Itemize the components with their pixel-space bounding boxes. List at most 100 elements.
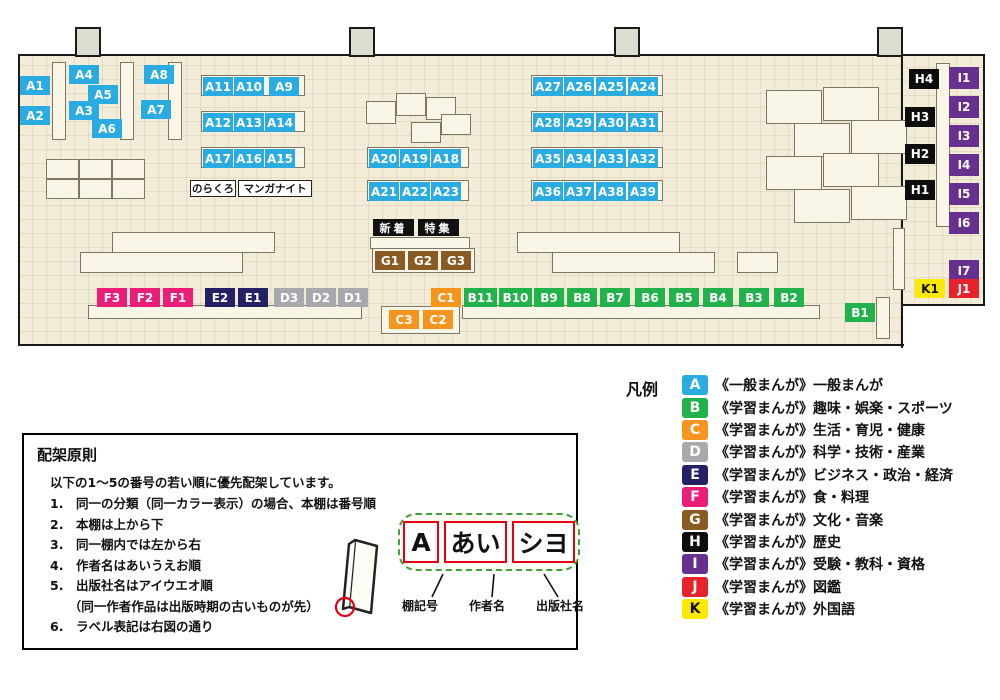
shelf-label-A2: A2 bbox=[20, 106, 50, 125]
bookshelf bbox=[411, 122, 441, 143]
shelf-label-A30: A30 bbox=[596, 113, 626, 132]
shelf-label-I3: I3 bbox=[949, 125, 979, 147]
legend-title: 凡例 bbox=[626, 380, 659, 399]
bookshelf bbox=[366, 101, 396, 124]
legend-row-C: C《学習まんが》生活・育児・健康 bbox=[682, 419, 953, 441]
label-caption-2: 作者名 bbox=[468, 599, 505, 613]
shelf-label-A18: A18 bbox=[431, 149, 461, 168]
legend-text-G: 《学習まんが》文化・音楽 bbox=[715, 512, 883, 529]
bookshelf bbox=[112, 179, 145, 199]
shelf-label-A11: A11 bbox=[203, 77, 233, 96]
rule-line-7: 6. ラベル表記は右図の通り bbox=[50, 619, 214, 634]
map-tag: マンガナイト bbox=[238, 180, 312, 197]
label-demo-box-2: あい bbox=[444, 521, 507, 563]
shelf-label-J1: J1 bbox=[949, 279, 979, 298]
bookshelf bbox=[737, 252, 778, 273]
legend-key-K: K bbox=[682, 599, 708, 620]
wall bbox=[983, 54, 985, 306]
shelf-label-B7: B7 bbox=[600, 288, 630, 307]
rule-line-3: 3. 同一棚内では左から右 bbox=[50, 537, 201, 552]
shelf-label-A31: A31 bbox=[628, 113, 658, 132]
legend-row-F: F《学習まんが》食・料理 bbox=[682, 486, 953, 508]
bookshelf bbox=[851, 120, 907, 154]
bookshelf bbox=[112, 232, 275, 253]
shelf-label-B1: B1 bbox=[845, 303, 875, 322]
shelf-label-K1: K1 bbox=[915, 279, 945, 298]
shelf-label-A3: A3 bbox=[69, 101, 99, 120]
pillar bbox=[75, 27, 101, 57]
shelf-label-G1: G1 bbox=[375, 251, 405, 270]
bookshelf bbox=[46, 159, 79, 179]
shelf-label-H3: H3 bbox=[905, 107, 935, 127]
map-tag: 特集 bbox=[418, 219, 459, 236]
bookshelf bbox=[80, 252, 243, 273]
legend-text-J: 《学習まんが》図鑑 bbox=[715, 579, 841, 596]
legend-rows: A 《一般まんが》一般まんが B 《学習まんが》趣味・娯楽・スポーツ C《学習まんが》生… bbox=[682, 374, 953, 620]
bookshelf bbox=[120, 62, 134, 140]
label-caption-1: 棚記号 bbox=[402, 599, 439, 613]
shelf-label-B6: B6 bbox=[635, 288, 665, 307]
shelf-label-A35: A35 bbox=[533, 149, 563, 168]
shelf-label-G2: G2 bbox=[408, 251, 438, 270]
bookshelf bbox=[462, 305, 820, 319]
shelf-label-I7: I7 bbox=[949, 260, 979, 282]
bookshelf bbox=[823, 87, 879, 121]
bookshelf bbox=[79, 179, 112, 199]
shelf-label-B5: B5 bbox=[669, 288, 699, 307]
shelf-label-I1: I1 bbox=[949, 67, 979, 89]
shelf-label-A12: A12 bbox=[203, 113, 233, 132]
shelf-label-A21: A21 bbox=[369, 182, 399, 201]
shelf-label-H2: H2 bbox=[905, 144, 935, 164]
legend-key-C: C bbox=[682, 419, 708, 440]
shelf-label-A5: A5 bbox=[88, 85, 118, 104]
legend-row-D: D《学習まんが》科学・技術・産業 bbox=[682, 441, 953, 463]
legend-key-B: B bbox=[682, 397, 708, 418]
bookshelf bbox=[441, 114, 471, 135]
shelf-label-F1: F1 bbox=[163, 288, 193, 307]
bookshelf bbox=[823, 153, 879, 187]
shelf-label-F2: F2 bbox=[130, 288, 160, 307]
shelf-label-A33: A33 bbox=[596, 149, 626, 168]
legend-text-H: 《学習まんが》歴史 bbox=[715, 534, 841, 551]
bookshelf bbox=[766, 90, 822, 124]
shelf-label-H4: H4 bbox=[909, 69, 939, 89]
shelf-label-A36: A36 bbox=[533, 182, 563, 201]
legend-row-B: B 《学習まんが》趣味・娯楽・スポーツ bbox=[682, 396, 953, 418]
legend-key-A: A bbox=[682, 375, 708, 396]
pillar bbox=[877, 27, 903, 57]
legend-text-F: 《学習まんが》食・料理 bbox=[715, 490, 869, 507]
shelf-label-A1: A1 bbox=[20, 76, 50, 95]
legend-row-I: I《学習まんが》受験・教科・資格 bbox=[682, 553, 953, 575]
shelf-label-A9: A9 bbox=[269, 77, 299, 96]
shelf-label-A8: A8 bbox=[144, 65, 174, 84]
shelf-label-A13: A13 bbox=[234, 113, 264, 132]
shelf-label-B11: B11 bbox=[464, 288, 497, 307]
bookshelf bbox=[88, 305, 362, 319]
shelf-label-B9: B9 bbox=[534, 288, 564, 307]
shelf-label-A19: A19 bbox=[400, 149, 430, 168]
legend-text-K: 《学習まんが》外国語 bbox=[715, 602, 855, 619]
shelf-label-D3: D3 bbox=[274, 288, 304, 307]
legend-key-I: I bbox=[682, 554, 708, 575]
legend-row-E: E 《学習まんが》ビジネス・政治・経済 bbox=[682, 464, 953, 486]
label-caption-3: 出版社名 bbox=[535, 599, 584, 613]
legend-key-E: E bbox=[682, 464, 708, 485]
shelf-label-E1: E1 bbox=[238, 288, 268, 307]
shelf-label-B3: B3 bbox=[739, 288, 769, 307]
shelf-label-H1: H1 bbox=[905, 180, 935, 200]
legend-row-J: J《学習まんが》図鑑 bbox=[682, 576, 953, 598]
legend-text-A: 《一般まんが》一般まんが bbox=[715, 378, 883, 395]
legend-text-E: 《学習まんが》ビジネス・政治・経済 bbox=[715, 467, 953, 484]
shelf-label-A16: A16 bbox=[234, 149, 264, 168]
bookshelf bbox=[46, 179, 79, 199]
shelf-label-I2: I2 bbox=[949, 96, 979, 118]
label-pointer-lines bbox=[431, 573, 559, 598]
shelf-label-A39: A39 bbox=[628, 182, 658, 201]
bookshelf bbox=[876, 297, 890, 339]
panel-intro: 以下の1～5の番号の若い順に優先配架しています。 bbox=[50, 475, 341, 490]
legend-text-B: 《学習まんが》趣味・娯楽・スポーツ bbox=[715, 400, 953, 417]
shelf-label-B10: B10 bbox=[499, 288, 532, 307]
shelf-label-A28: A28 bbox=[533, 113, 563, 132]
shelf-label-C3: C3 bbox=[389, 310, 419, 329]
